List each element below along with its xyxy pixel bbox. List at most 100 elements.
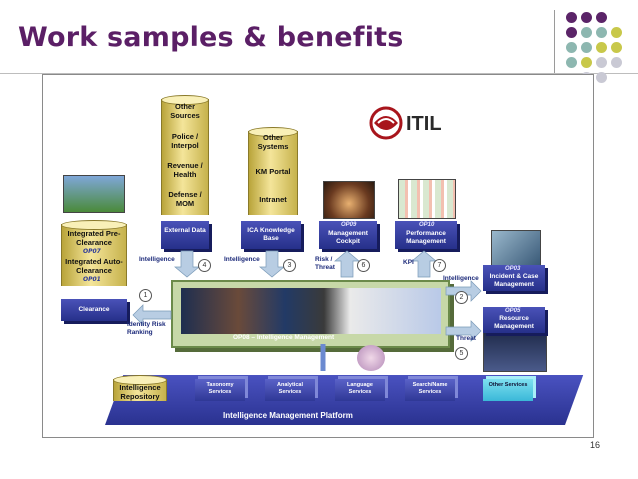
service-label: Language Services bbox=[347, 382, 373, 395]
itil-swirl-icon bbox=[369, 106, 403, 140]
officers-photo bbox=[483, 330, 547, 372]
service-box: Analytical Services bbox=[265, 379, 315, 401]
decorative-dot-grid bbox=[566, 12, 638, 92]
arrow-label: Threat bbox=[456, 335, 476, 342]
db-label: Intranet bbox=[259, 195, 287, 204]
step-number: 7 bbox=[433, 259, 446, 272]
step-number: 2 bbox=[455, 291, 468, 304]
service-label: Taxonomy Services bbox=[206, 382, 234, 395]
box-label: Clearance bbox=[78, 306, 110, 313]
cylinder-body bbox=[161, 99, 209, 215]
arrow-label: Identity Risk Ranking bbox=[127, 321, 166, 336]
dot bbox=[566, 57, 577, 68]
service-label: Analytical Services bbox=[277, 382, 303, 395]
title-divider-horizontal bbox=[0, 73, 638, 74]
box-label: ICA Knowledge Base bbox=[247, 227, 295, 242]
step-number: 6 bbox=[357, 259, 370, 272]
box-label: Performance Management bbox=[406, 230, 446, 245]
page-number: 16 bbox=[590, 440, 601, 450]
db-label: Other Sources bbox=[170, 102, 200, 120]
itil-logo: ITIL bbox=[368, 105, 463, 141]
service-box: Language Services bbox=[335, 379, 385, 401]
dot bbox=[566, 12, 577, 23]
slide-title: Work samples & benefits bbox=[18, 22, 404, 53]
arrow-label: KPI bbox=[403, 259, 414, 266]
dot bbox=[581, 12, 592, 23]
target-photo bbox=[63, 175, 125, 213]
box-label: Management Cockpit bbox=[328, 230, 368, 245]
cylinder-top bbox=[248, 127, 298, 137]
management-cockpit-box: OP09 Management Cockpit bbox=[319, 221, 377, 249]
arrow-label: Risk / Threat bbox=[315, 256, 335, 271]
itil-logo-text: ITIL bbox=[406, 113, 442, 135]
cylinder-body bbox=[61, 224, 127, 286]
db-label: KM Portal bbox=[255, 167, 291, 176]
op-tag: OP09 bbox=[341, 222, 357, 228]
op-tag: OP03 bbox=[505, 266, 521, 272]
cylinder-body bbox=[248, 131, 298, 215]
cylinder-body bbox=[113, 379, 167, 401]
dot bbox=[566, 42, 577, 53]
dot bbox=[596, 12, 607, 23]
op-tag: OP01 bbox=[83, 276, 101, 283]
dot bbox=[611, 57, 622, 68]
db-label: Defense / MOM bbox=[168, 190, 202, 208]
service-box: Other Services bbox=[483, 379, 533, 401]
dot bbox=[581, 57, 592, 68]
ica-knowledge-base-box: ICA Knowledge Base bbox=[241, 221, 301, 249]
op-tag: OP05 bbox=[505, 308, 521, 314]
dot bbox=[581, 27, 592, 38]
db-label: Integrated Auto-Clearance bbox=[65, 257, 123, 275]
database-stack-clearance: Integrated Pre-Clearance Integrated Auto… bbox=[61, 220, 127, 286]
arrow-down-ica bbox=[259, 250, 285, 278]
title-divider-vertical bbox=[554, 10, 555, 84]
op-tag: OP10 bbox=[419, 222, 435, 228]
service-box: Taxonomy Services bbox=[195, 379, 245, 401]
step-number: 1 bbox=[139, 289, 152, 302]
db-label: Intelligence Repository bbox=[119, 383, 161, 401]
resource-management-box: OP05 Resource Management bbox=[483, 307, 545, 333]
center-label: OP08 – Intelligence Management bbox=[233, 334, 335, 341]
cylinder-top bbox=[161, 95, 209, 105]
db-label: Police / Interpol bbox=[171, 132, 199, 150]
diagram-frame: Other Sources Police / Interpol Revenue … bbox=[42, 74, 594, 438]
arrow-label: Intelligence bbox=[443, 275, 479, 282]
step-number: 3 bbox=[283, 259, 296, 272]
arrow-down-external bbox=[174, 250, 200, 278]
dot bbox=[611, 42, 622, 53]
dot bbox=[596, 57, 607, 68]
dashboard-photo bbox=[398, 179, 456, 219]
dot bbox=[566, 27, 577, 38]
intelligence-repository-db: Intelligence Repository bbox=[113, 375, 167, 401]
db-label: Other Systems bbox=[257, 133, 289, 151]
database-stack-systems: Other Systems KM Portal Intranet bbox=[248, 127, 298, 215]
service-box: Search/Name Services bbox=[405, 379, 455, 401]
step-number: 4 bbox=[198, 259, 211, 272]
db-label: Revenue / Health bbox=[167, 161, 203, 179]
dot bbox=[596, 27, 607, 38]
op-tag: OP07 bbox=[83, 248, 101, 255]
external-data-box: External Data bbox=[161, 221, 209, 249]
dot bbox=[581, 42, 592, 53]
db-label: Integrated Pre-Clearance bbox=[67, 229, 121, 247]
step-number: 5 bbox=[455, 347, 468, 360]
box-label: Incident & Case Management bbox=[489, 273, 539, 288]
platform-label: Intelligence Management Platform bbox=[223, 411, 353, 420]
cylinder-top bbox=[113, 375, 167, 385]
service-label: Other Services bbox=[488, 382, 528, 388]
cylinder-top bbox=[61, 220, 127, 230]
dot bbox=[596, 42, 607, 53]
dot bbox=[596, 72, 607, 83]
box-label: External Data bbox=[164, 227, 206, 234]
intelligence-management-panel: OP08 – Intelligence Management bbox=[171, 280, 450, 348]
handcuff-photo bbox=[491, 230, 541, 266]
screen-strip bbox=[181, 288, 441, 334]
cockpit-photo bbox=[323, 181, 375, 219]
service-label: Search/Name Services bbox=[412, 382, 448, 395]
dot bbox=[611, 27, 622, 38]
clearance-box: Clearance bbox=[61, 299, 127, 321]
arrow-label: Intelligence bbox=[139, 256, 175, 263]
people-globe-icon bbox=[357, 345, 385, 371]
database-stack-sources: Other Sources Police / Interpol Revenue … bbox=[161, 95, 209, 215]
box-label: Resource Management bbox=[494, 315, 534, 330]
